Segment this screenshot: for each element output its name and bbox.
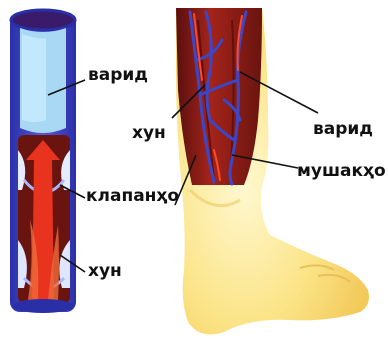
label-left-valves: клапанҳо [86,186,179,206]
label-left-blood: хун [88,261,122,281]
label-left-vein: варид [88,65,148,85]
tube-top-opening [11,10,75,30]
label-right-muscles: мушакҳо [297,161,386,181]
label-right-vein: варид [313,119,373,139]
vein-tube-illustration [10,10,76,313]
label-right-blood: хун [132,123,166,143]
